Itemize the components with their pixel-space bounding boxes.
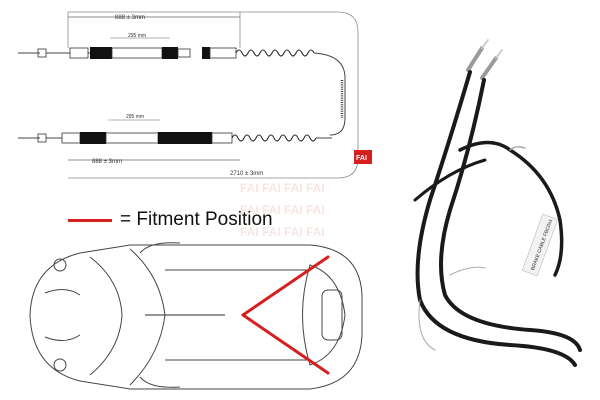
- dim-inner-b: 295 mm: [126, 114, 144, 120]
- cable-branch: [458, 140, 564, 277]
- dim-length-b: 888 ± 3mm: [92, 159, 122, 165]
- cable-sheath-2: [439, 78, 582, 352]
- lower-cable: [18, 132, 332, 144]
- car-diagram: [29, 242, 363, 390]
- upper-cable: [18, 47, 346, 136]
- watermark: FAI FAI FAI FAI FAI FAI FAI FAI FAI FAI …: [240, 181, 325, 239]
- fitment-legend-swatch: [68, 218, 112, 222]
- fitment-position-marker: [241, 255, 330, 375]
- fai-logo-text: FAI: [356, 155, 367, 162]
- total-dimension-frame: [68, 11, 359, 179]
- watermark-text-2: FAI FAI FAI FAI: [240, 203, 325, 217]
- cable-technical-drawing: 888 ± 3mm 295 mm: [18, 11, 372, 179]
- dim-total: 2710 ± 3mm: [230, 171, 263, 177]
- cable-sheath-1: [415, 70, 577, 367]
- watermark-text-3: FAI FAI FAI FAI: [240, 225, 325, 239]
- cable-label-tag: BRAKE CABLE FBC0xx: [521, 213, 559, 277]
- dim-inner-a: 295 mm: [128, 33, 146, 39]
- dim-length-a: 888 ± 3mm: [115, 15, 145, 21]
- fitment-legend-label: = Fitment Position: [120, 209, 273, 230]
- fitment-legend: = Fitment Position: [68, 208, 273, 232]
- cable-photo: BRAKE CABLE FBC0xx: [413, 39, 582, 367]
- car-body-outline: [29, 244, 363, 390]
- cable-end-fittings: [466, 46, 498, 80]
- fai-logo: FAI: [354, 150, 372, 164]
- watermark-text-1: FAI FAI FAI FAI: [240, 181, 325, 195]
